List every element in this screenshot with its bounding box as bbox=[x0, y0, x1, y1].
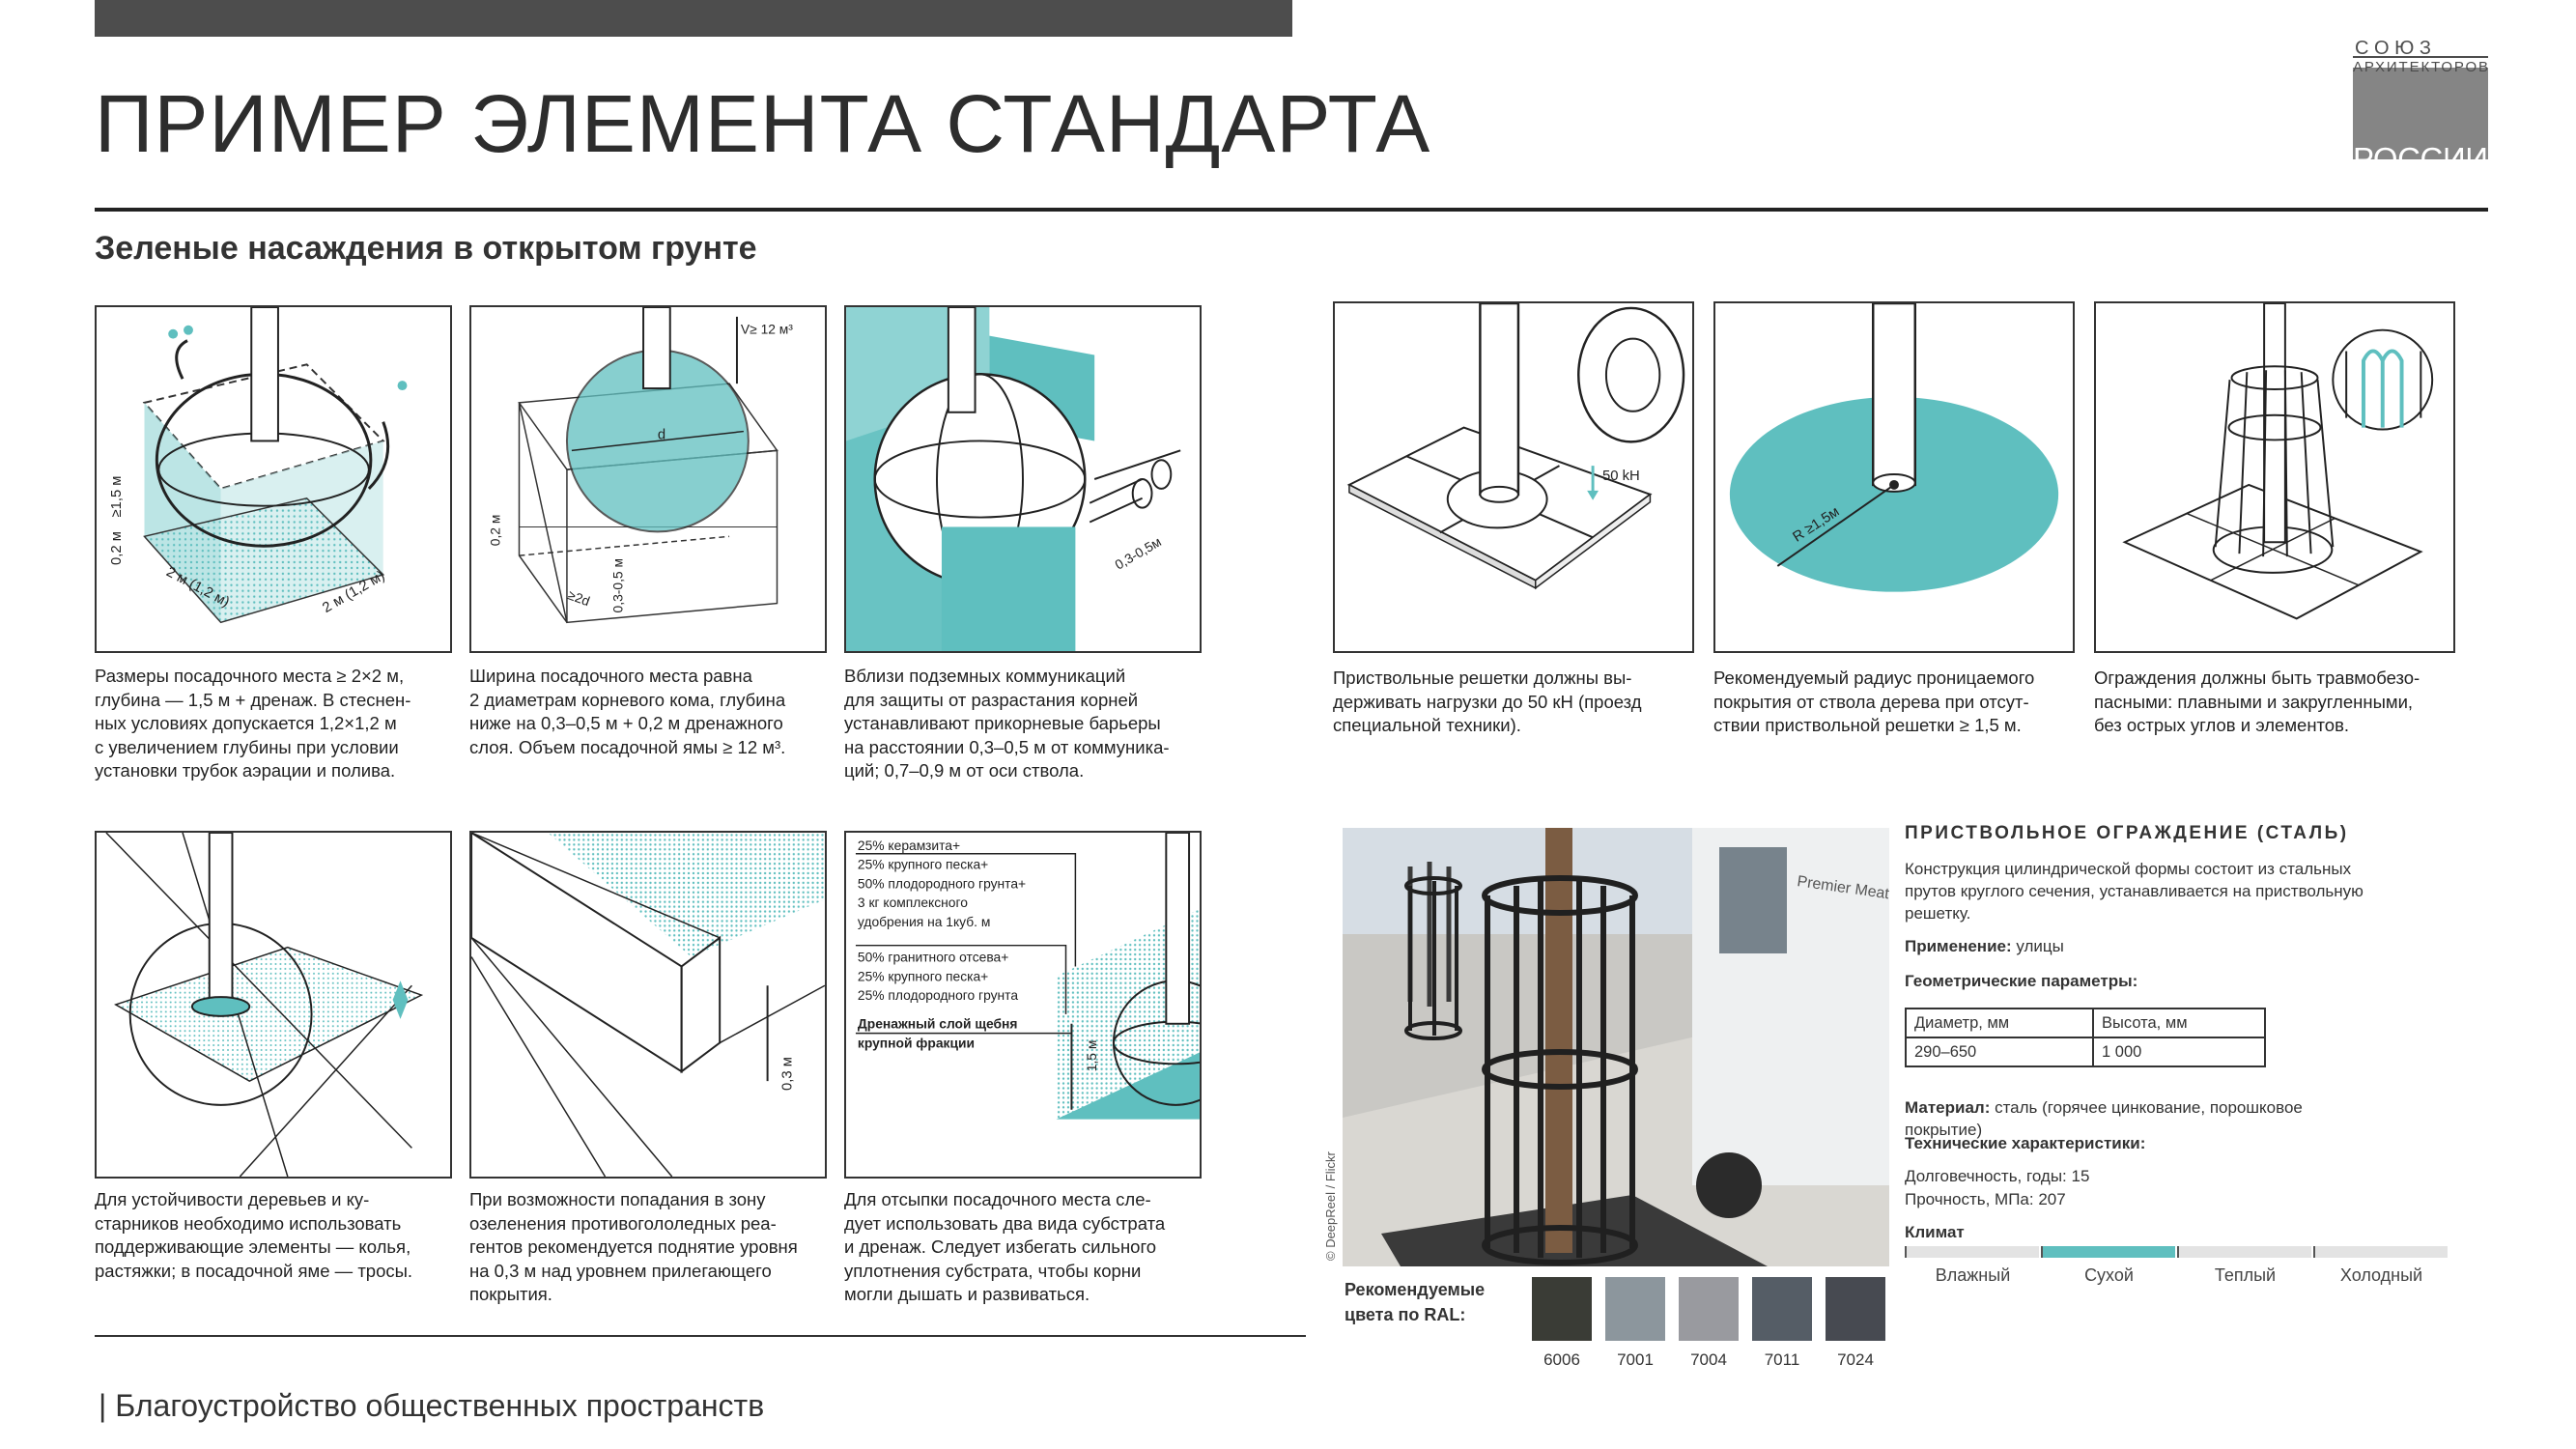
dim-depth-2: 0,3-0,5 м bbox=[609, 558, 625, 612]
durability: Долговечность, годы: 15 bbox=[1905, 1167, 2090, 1185]
table-header-height: Высота, мм bbox=[2092, 1008, 2266, 1038]
caption-substrate-layers: Для отсыпки посадочного места сле- дует … bbox=[844, 1189, 1166, 1304]
caption-planting-pit-size: Размеры посадочного места ≥ 2×2 м, глуби… bbox=[95, 666, 411, 781]
dim-drain-2: 0,2 м bbox=[488, 515, 503, 547]
ral-swatch-7024 bbox=[1826, 1277, 1885, 1341]
climate-segment bbox=[2313, 1246, 2448, 1258]
table-row: 290–650 1 000 bbox=[1904, 1037, 2266, 1067]
climate-segment bbox=[2177, 1246, 2311, 1258]
layer-2-line-2: 25% крупного песка+ bbox=[858, 968, 988, 983]
ral-swatch-6006 bbox=[1532, 1277, 1592, 1341]
diagram-raised-level: 0,3 м bbox=[469, 831, 827, 1179]
diagram-permeable-radius: R ≥1,5м bbox=[1713, 301, 2075, 653]
climate-label-item: Сухой bbox=[2084, 1265, 2134, 1285]
logo-line-1: С О Ю З bbox=[2355, 39, 2431, 59]
caption-tree-grate-load: Приствольные решетки должны вы- держиват… bbox=[1333, 668, 1642, 735]
caption-root-barrier: Вблизи подземных коммуникаций для защиты… bbox=[844, 666, 1170, 781]
bottom-rule bbox=[95, 1335, 1306, 1337]
logo-line-2: АРХИТЕКТОРОВ bbox=[2353, 59, 2488, 75]
logo-line-3: РОССИИ bbox=[2353, 141, 2488, 174]
climate-label-item: Холодный bbox=[2339, 1265, 2423, 1285]
climate-label: Климат bbox=[1905, 1223, 1965, 1241]
material-label: Материал: bbox=[1905, 1098, 1991, 1117]
geometry-table: Диаметр, мм Высота, мм 290–650 1 000 bbox=[1904, 1008, 2266, 1067]
table-value-height: 1 000 bbox=[2092, 1037, 2266, 1067]
caption-permeable-radius: Рекомендуемый радиус проницаемого покрыт… bbox=[1713, 668, 2035, 735]
dim-volume: V≥ 12 м³ bbox=[741, 322, 793, 337]
layer-2-line-3: 25% плодородного грунта bbox=[858, 987, 1018, 1003]
tech-label: Технические характеристики: bbox=[1905, 1134, 2146, 1152]
dim-distance: 0,3-0,5м bbox=[1112, 533, 1164, 572]
spec-heading: ПРИСТВОЛЬНОЕ ОГРАЖДЕНИЕ (СТАЛЬ) bbox=[1905, 823, 2349, 843]
union-of-architects-logo: С О Ю З АРХИТЕКТОРОВ РОССИИ bbox=[2353, 38, 2488, 177]
climate-label-item: Влажный bbox=[1935, 1265, 2011, 1285]
layer-1-line-3: 50% плодородного грунта+ bbox=[858, 875, 1026, 891]
tree-guard-photo: Premier Meat bbox=[1343, 828, 1889, 1266]
layer-1-line-1: 25% керамзита+ bbox=[858, 838, 960, 853]
climate-segment bbox=[1905, 1246, 2039, 1258]
climate-segment bbox=[2041, 1246, 2175, 1258]
caption-root-ball-width: Ширина посадочного места равна 2 диаметр… bbox=[469, 666, 786, 757]
header-rule bbox=[95, 208, 2488, 212]
diagram-root-ball-width: d V≥ 12 м³ 0,2 м 0,3-0,5 м ≥2d bbox=[469, 305, 827, 653]
strength: Прочность, МПа: 207 bbox=[1905, 1190, 2066, 1208]
spec-material: Материал: сталь (горячее цинкование, пор… bbox=[1905, 1074, 2465, 1141]
page-title: ПРИМЕР ЭЛЕМЕНТА СТАНДАРТА bbox=[95, 78, 1431, 169]
layer-1-line-5: удобрения на 1куб. м bbox=[858, 914, 990, 929]
caption-tree-guard: Ограждения должны быть травмобезо- пасны… bbox=[2094, 668, 2420, 735]
spec-application: Применение: улицы bbox=[1905, 935, 2064, 957]
table-row: Диаметр, мм Высота, мм bbox=[1904, 1008, 2266, 1038]
table-header-diameter: Диаметр, мм bbox=[1904, 1008, 2095, 1038]
ral-code-7024: 7024 bbox=[1837, 1350, 1874, 1369]
diagram-tree-support bbox=[95, 831, 452, 1179]
ral-swatch-7004 bbox=[1679, 1277, 1739, 1341]
dim-depth: ≥1,5 м bbox=[109, 475, 125, 517]
material-value: сталь (горячее цинкование, порошковое по… bbox=[1905, 1098, 2303, 1139]
caption-tree-support: Для устойчивости деревьев и ку- старнико… bbox=[95, 1189, 413, 1281]
diagram-substrate-layers: 25% керамзита+ 25% крупного песка+ 50% п… bbox=[844, 831, 1202, 1179]
ral-label: Рекомендуемые цвета по RAL: bbox=[1345, 1280, 1486, 1324]
layer-3-line-1: Дренажный слой щебня bbox=[858, 1016, 1018, 1032]
dim-height: 0,3 м bbox=[779, 1057, 795, 1091]
layer-3-line-2: крупной фракции bbox=[858, 1036, 975, 1051]
dim-drain: 0,2 м bbox=[109, 531, 125, 565]
diagram-tree-grate-load: 50 kH bbox=[1333, 301, 1694, 653]
dim-layer: 1,5 м bbox=[1084, 1040, 1099, 1072]
ral-code-7011: 7011 bbox=[1764, 1350, 1800, 1369]
climate-label-item: Теплый bbox=[2214, 1265, 2277, 1285]
spec-description: Конструкция цилиндрической формы состоит… bbox=[1905, 860, 2364, 923]
layer-2-line-1: 50% гранитного отсева+ bbox=[858, 950, 1008, 965]
photo-credit: © DeepReel / Flickr bbox=[1323, 1151, 1338, 1261]
dim-d: d bbox=[658, 427, 665, 442]
section-subtitle: Зеленые насаждения в открытом грунте bbox=[95, 230, 757, 267]
ral-code-7004: 7004 bbox=[1690, 1350, 1727, 1369]
layer-1-line-2: 25% крупного песка+ bbox=[858, 857, 988, 872]
ral-swatch-7011 bbox=[1752, 1277, 1812, 1341]
footer-text: | Благоустройство общественных пространс… bbox=[99, 1388, 765, 1423]
diagram-planting-pit-size: 2 м (1,2 м) 2 м (1,2 м) ≥1,5 м 0,2 м bbox=[95, 305, 452, 653]
caption-raised-level: При возможности попадания в зону озелене… bbox=[469, 1189, 798, 1304]
diagram-tree-guard bbox=[2094, 301, 2455, 653]
diagram-root-barrier: 0,3-0,5м bbox=[844, 305, 1202, 653]
ral-code-7001: 7001 bbox=[1617, 1350, 1654, 1369]
ral-code-6006: 6006 bbox=[1543, 1350, 1580, 1369]
top-bar bbox=[95, 0, 1292, 37]
application-label: Применение: bbox=[1905, 937, 2012, 955]
application-value: улицы bbox=[2011, 937, 2064, 955]
geometry-label: Геометрические параметры: bbox=[1905, 972, 2138, 990]
layer-1-line-4: 3 кг комплексного bbox=[858, 895, 968, 910]
dim-2d: ≥2d bbox=[566, 586, 592, 609]
table-value-diameter: 290–650 bbox=[1904, 1037, 2095, 1067]
climate-bar bbox=[1905, 1246, 2451, 1258]
load-label: 50 kH bbox=[1602, 469, 1640, 484]
ral-swatch-7001 bbox=[1605, 1277, 1665, 1341]
